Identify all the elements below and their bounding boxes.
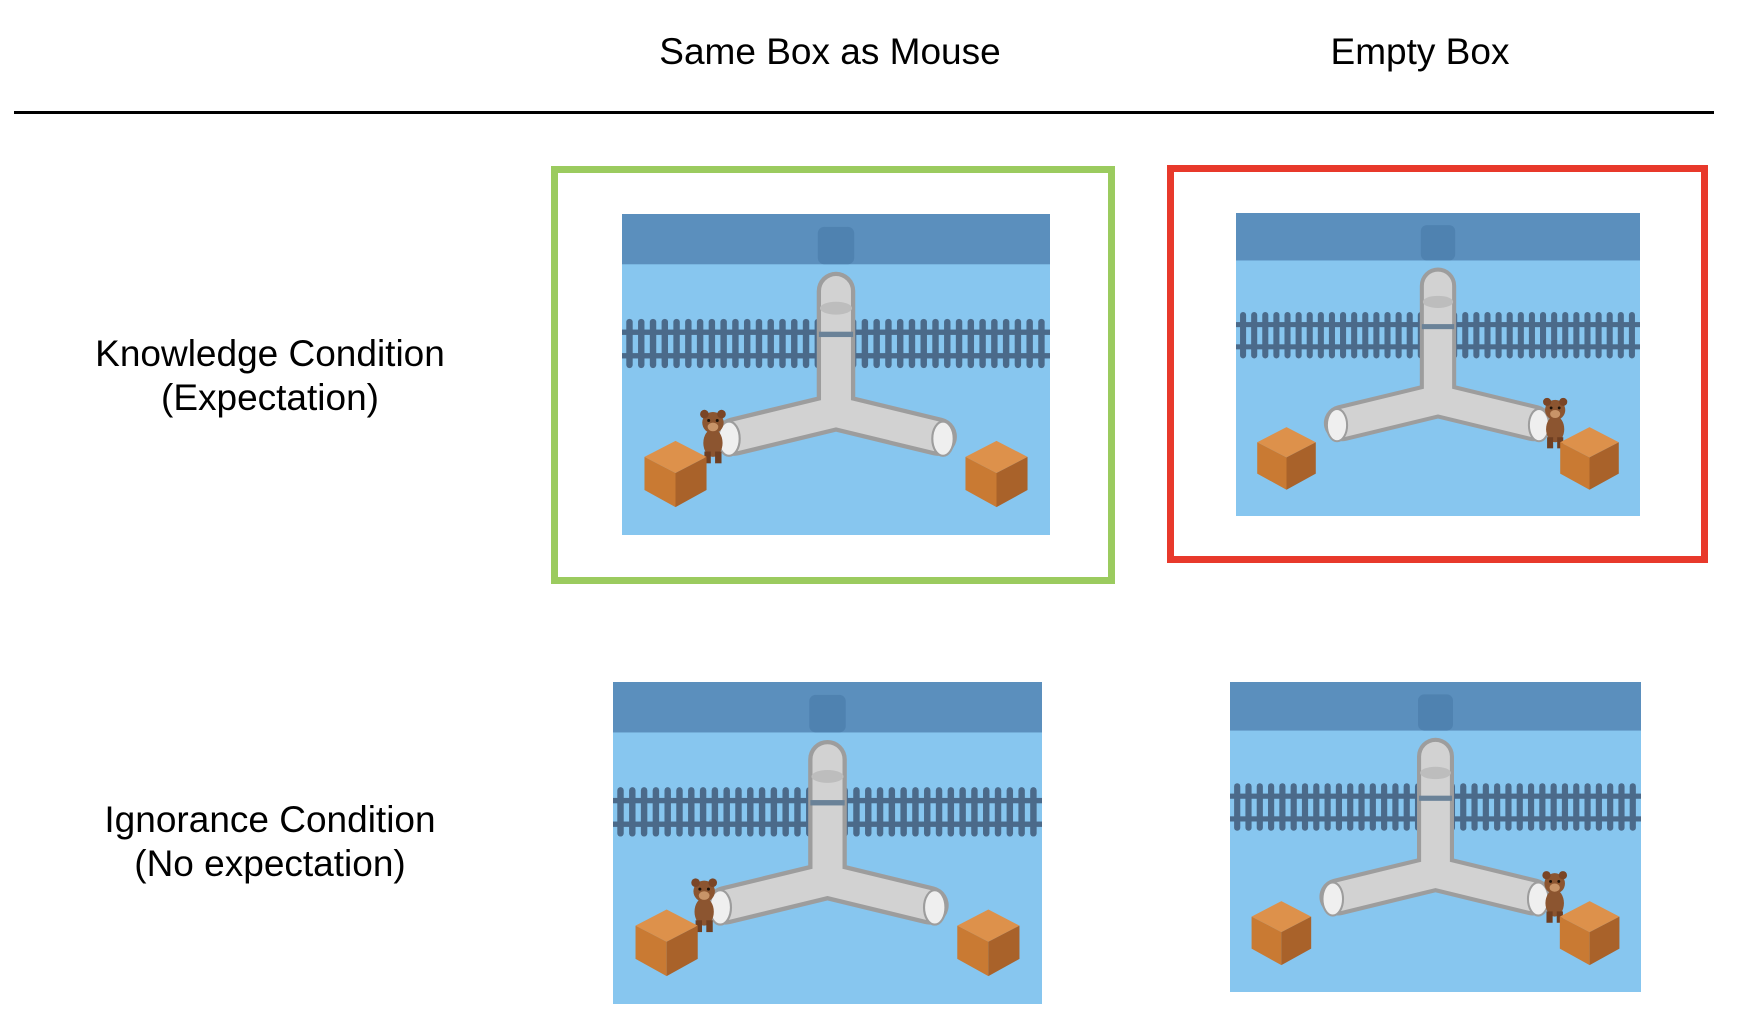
y-tube-icon — [706, 739, 949, 926]
wall-opening — [1418, 694, 1453, 731]
bear-icon — [1543, 397, 1568, 449]
row-label-knowledge: Knowledge Condition (Expectation) — [40, 332, 500, 420]
header-divider — [14, 111, 1714, 114]
y-tube-icon — [1323, 267, 1553, 443]
box-icon — [1257, 427, 1316, 490]
scene-ignorance-same-box — [613, 682, 1042, 1004]
unexpected-outcome-frame — [1167, 165, 1708, 563]
y-tube-icon — [715, 271, 957, 457]
scene-knowledge-empty-box — [1236, 213, 1640, 516]
bear-icon — [700, 409, 726, 464]
wall-opening — [809, 694, 846, 733]
box-icon — [1559, 901, 1620, 966]
column-header-empty-box: Empty Box — [1330, 31, 1510, 72]
row-label-ignorance-subtitle: (No expectation) — [134, 843, 406, 884]
wall-opening — [1420, 225, 1456, 261]
box-icon — [1251, 901, 1312, 966]
box-icon — [635, 909, 698, 977]
y-tube-icon — [1319, 737, 1552, 917]
wall-opening — [817, 226, 855, 265]
row-label-ignorance-title: Ignorance Condition — [104, 799, 436, 840]
column-header-same-box: Same Box as Mouse — [659, 31, 1001, 72]
row-label-ignorance: Ignorance Condition (No expectation) — [40, 798, 500, 886]
box-icon — [957, 909, 1020, 977]
bear-icon — [691, 878, 718, 933]
bear-icon — [1542, 871, 1568, 923]
row-label-knowledge-subtitle: (Expectation) — [161, 377, 379, 418]
row-label-knowledge-title: Knowledge Condition — [95, 333, 445, 374]
box-icon — [644, 440, 707, 508]
scene-ignorance-empty-box — [1230, 682, 1641, 992]
scene-knowledge-same-box — [622, 214, 1050, 535]
expected-outcome-frame — [551, 166, 1115, 584]
box-icon — [1560, 427, 1619, 490]
